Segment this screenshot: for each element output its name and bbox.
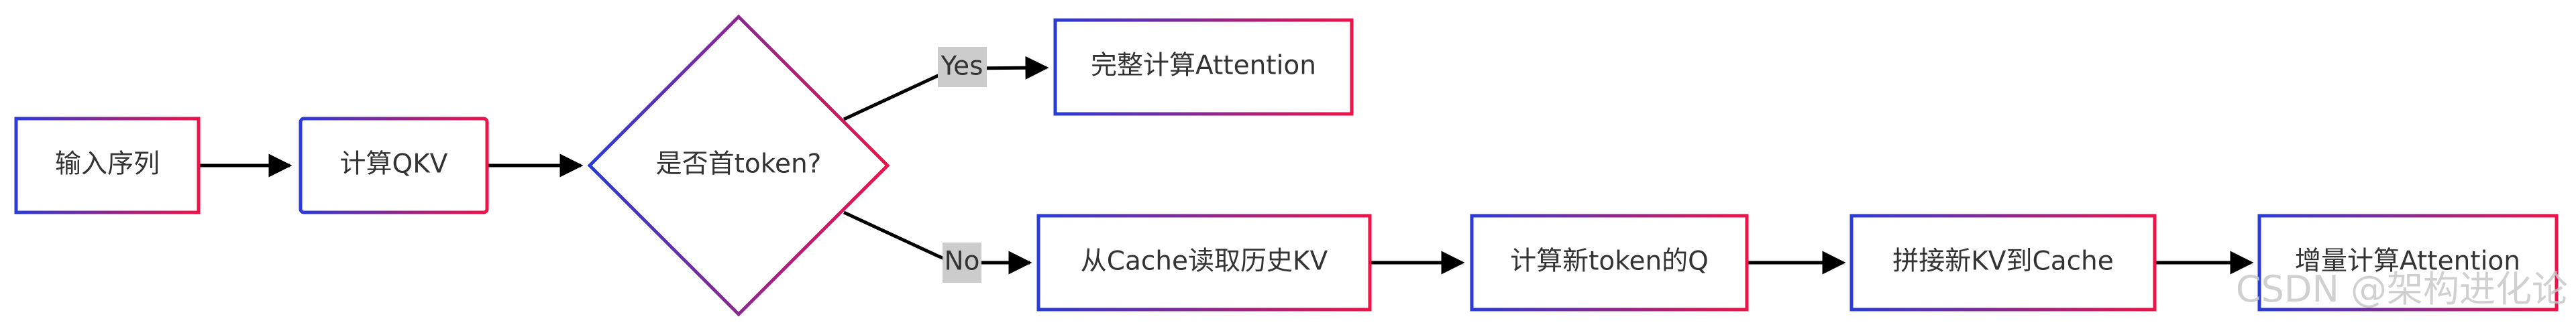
node-concat-kv-cache-label: 拼接新KV到Cache — [1892, 247, 2114, 277]
edge-label-no: No — [943, 243, 981, 283]
node-input-sequence: 输入序列 — [14, 117, 201, 214]
node-incremental-attention-label: 增量计算Attention — [2295, 247, 2520, 277]
node-decision-first-token: 是否首token? — [587, 14, 890, 317]
node-read-cache-kv-label: 从Cache读取历史KV — [1081, 247, 1328, 277]
node-decision-first-token-label: 是否首token? — [656, 149, 822, 180]
node-full-attention: 完整计算Attention — [1053, 18, 1354, 116]
node-input-sequence-label: 输入序列 — [55, 149, 160, 180]
node-compute-qkv-label: 计算QKV — [340, 149, 448, 180]
node-compute-qkv: 计算QKV — [299, 117, 489, 214]
watermark: CSDN @架构进化论 — [2236, 268, 2568, 310]
node-compute-new-q-label: 计算新token的Q — [1510, 247, 1709, 277]
node-incremental-attention: 增量计算Attention — [2257, 214, 2559, 312]
node-read-cache-kv: 从Cache读取历史KV — [1036, 214, 1372, 312]
edge-decision-no — [843, 210, 1032, 275]
edge-label-yes-text: Yes — [941, 52, 983, 82]
edge-label-no-text: No — [944, 247, 979, 277]
node-full-attention-label: 完整计算Attention — [1091, 51, 1316, 81]
node-compute-new-q: 计算新token的Q — [1470, 214, 1749, 312]
edge-label-yes: Yes — [938, 47, 987, 87]
node-concat-kv-cache: 拼接新KV到Cache — [1849, 214, 2157, 312]
